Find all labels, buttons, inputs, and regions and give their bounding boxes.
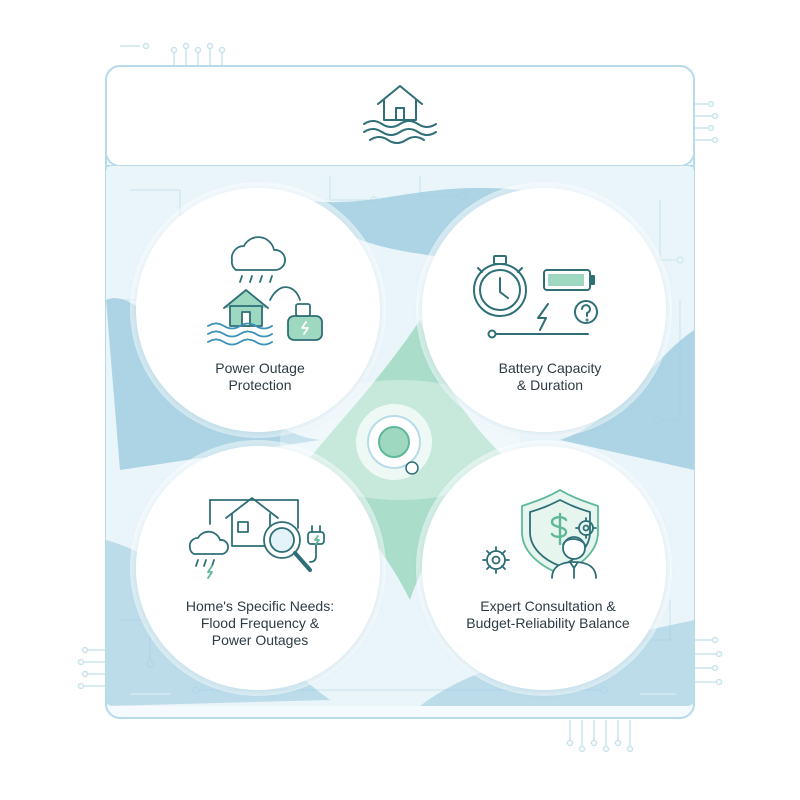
flooded-house-icon bbox=[363, 85, 437, 144]
card-home bbox=[130, 440, 386, 696]
card-label-battery: Battery Capacity & Duration bbox=[498, 360, 602, 393]
flood-house-generator-icon bbox=[207, 236, 323, 346]
shield-dollar-consultant-icon bbox=[482, 489, 599, 579]
house-magnifier-storm-icon bbox=[188, 497, 325, 579]
card-label-power: Power Outage Protection bbox=[215, 360, 305, 393]
card-label-home: Home's Specific Needs: Flood Frequency &… bbox=[185, 598, 335, 648]
card-label-expert: Expert Consultation & Budget-Reliability… bbox=[466, 598, 630, 631]
center-node-icon bbox=[356, 404, 432, 480]
stopwatch-battery-icon bbox=[473, 255, 598, 339]
card-expert bbox=[416, 440, 672, 696]
circuit-traces-outer bbox=[77, 42, 723, 753]
